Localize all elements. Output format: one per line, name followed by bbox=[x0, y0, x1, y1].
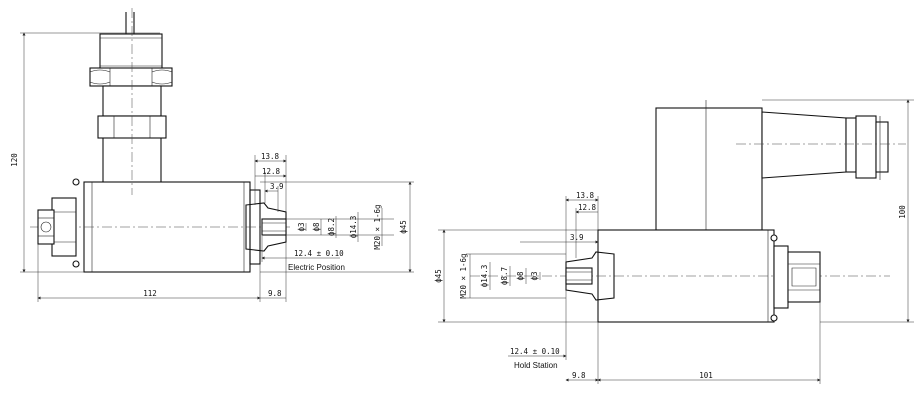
right-dim-12-8: 12.8 bbox=[578, 203, 597, 212]
left-dim-112: 112 bbox=[143, 289, 157, 298]
right-main-body bbox=[470, 229, 890, 323]
left-dim-phi45: ф45 bbox=[399, 220, 408, 234]
right-caption: Hold Station bbox=[514, 361, 558, 370]
left-dimension-lines bbox=[20, 32, 414, 302]
right-dim-phi8-7: ф8.7 bbox=[500, 267, 509, 285]
right-dimension-lines bbox=[438, 99, 914, 384]
right-dim-101: 101 bbox=[699, 371, 713, 380]
left-dim-phi14-3: ф14.3 bbox=[349, 216, 358, 239]
left-dimension-labels: 120 13.8 12.8 3.9 ф3 ф8 ф8.2 ф14.3 M20 ×… bbox=[10, 152, 408, 298]
left-dim-12-8: 12.8 bbox=[262, 167, 281, 176]
left-side-fitting bbox=[37, 197, 77, 257]
left-main-body bbox=[30, 8, 290, 273]
left-view: 120 13.8 12.8 3.9 ф3 ф8 ф8.2 ф14.3 M20 ×… bbox=[10, 8, 414, 302]
right-dim-phi3: ф3 bbox=[530, 271, 539, 280]
left-dim-9-8: 9.8 bbox=[268, 289, 282, 298]
right-nozzle-section bbox=[565, 251, 615, 301]
right-dim-phi45: ф45 bbox=[434, 269, 443, 283]
right-connector-block bbox=[655, 100, 906, 231]
left-dim-12-4: 12.4 ± 0.10 bbox=[294, 249, 344, 258]
left-dim-phi3: ф3 bbox=[297, 222, 306, 231]
right-view: 13.8 12.8 3.9 ф45 M20 × 1-6g ф14.3 ф8.7 … bbox=[434, 99, 914, 384]
left-dim-phi8-2: ф8.2 bbox=[327, 218, 336, 236]
right-dimension-labels: 13.8 12.8 3.9 ф45 M20 × 1-6g ф14.3 ф8.7 … bbox=[434, 191, 907, 380]
right-dim-12-4: 12.4 ± 0.10 bbox=[510, 347, 560, 356]
right-dim-3-9: 3.9 bbox=[570, 233, 584, 242]
right-dim-phi14-3: ф14.3 bbox=[480, 265, 489, 288]
right-dim-9-8: 9.8 bbox=[572, 371, 586, 380]
left-cable-stub bbox=[125, 12, 135, 34]
right-dim-m20: M20 × 1-6g bbox=[459, 253, 468, 298]
left-dim-3-9: 3.9 bbox=[270, 182, 284, 191]
left-dim-phi8: ф8 bbox=[312, 222, 321, 232]
left-dim-13-8: 13.8 bbox=[261, 152, 280, 161]
right-dim-13-8: 13.8 bbox=[576, 191, 595, 200]
left-dim-m20: M20 × 1-6g bbox=[373, 204, 382, 249]
right-dim-100: 100 bbox=[898, 205, 907, 219]
left-upper-hex-nut bbox=[89, 67, 173, 87]
left-dim-120: 120 bbox=[10, 153, 19, 167]
left-connector-head bbox=[99, 33, 163, 71]
right-dim-phi8: ф8 bbox=[516, 271, 525, 281]
right-hex-fitting bbox=[773, 245, 821, 309]
left-caption: Electric Position bbox=[288, 263, 345, 272]
